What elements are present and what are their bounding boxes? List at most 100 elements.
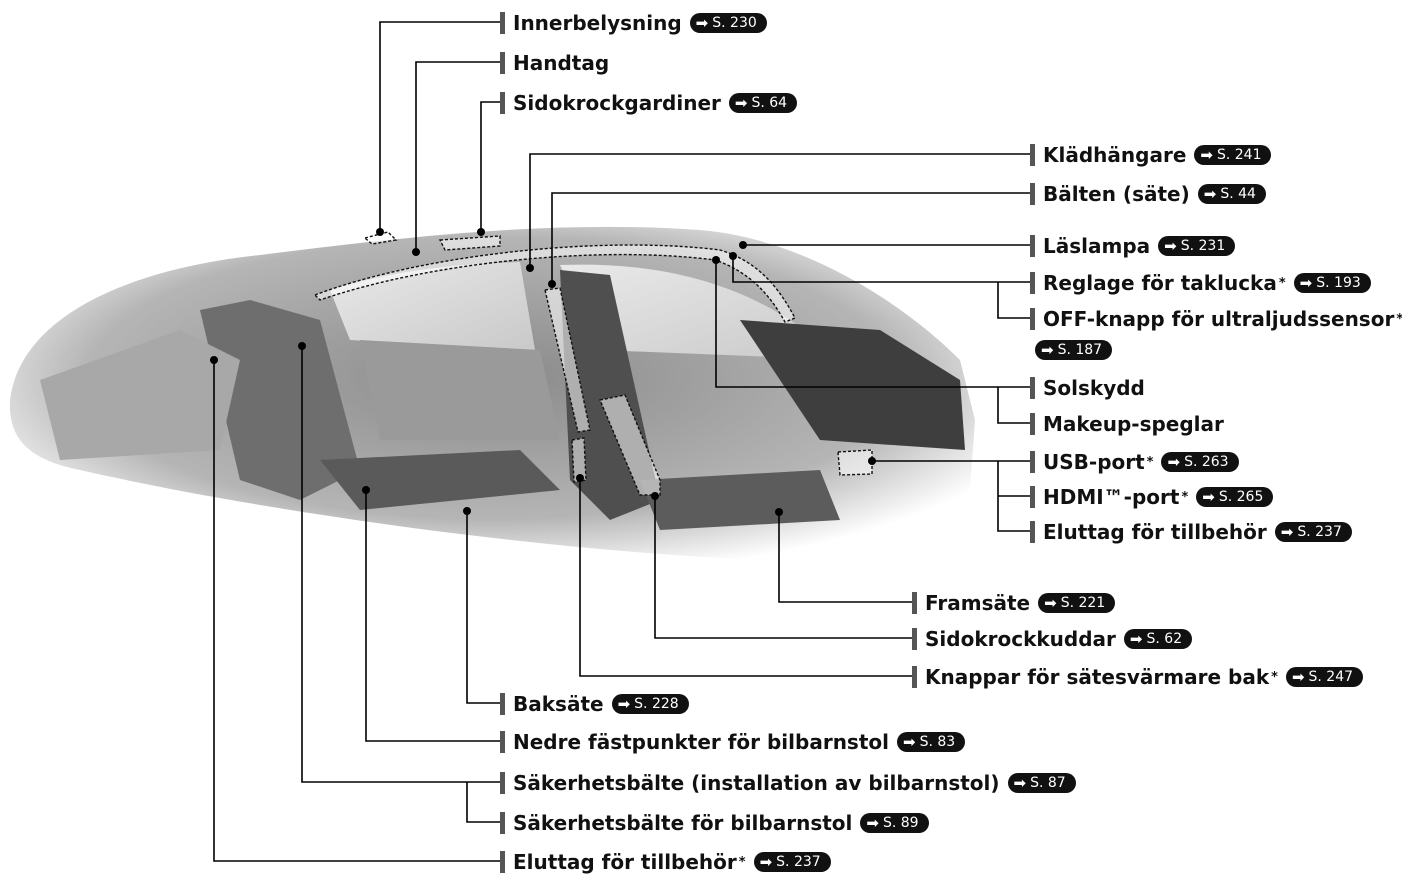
label-grab-handle: Handtag bbox=[500, 50, 609, 76]
label-text: OFF-knapp för ultraljudssensor bbox=[1043, 307, 1394, 331]
label-moonroof-switch: Reglage för taklucka*➡S. 193 bbox=[1030, 270, 1371, 296]
label-marker bbox=[500, 92, 505, 114]
page-reference-link[interactable]: ➡S. 247 bbox=[1286, 667, 1363, 687]
label-belt-child-install: Säkerhetsbälte (installation av bilbarns… bbox=[500, 770, 1076, 796]
label-interior-light: Innerbelysning ➡S. 230 bbox=[500, 10, 767, 36]
door-panel-shape bbox=[360, 340, 560, 440]
label-text: USB-port bbox=[1043, 450, 1145, 474]
footnote-star: * bbox=[1147, 455, 1154, 470]
page-reference-text: S. 221 bbox=[1061, 595, 1106, 611]
page-reference-text: S. 237 bbox=[1297, 524, 1342, 540]
page-reference-link[interactable]: ➡S. 263 bbox=[1161, 452, 1238, 472]
page-reference-link[interactable]: ➡S. 44 bbox=[1198, 184, 1266, 204]
label-text: Eluttag för tillbehör bbox=[513, 850, 737, 874]
label-side-airbags: Sidokrockkuddar ➡S. 62 bbox=[912, 626, 1192, 652]
page-reference-text: S. 241 bbox=[1217, 147, 1262, 163]
label-marker bbox=[1030, 451, 1035, 473]
page-reference-text: S. 44 bbox=[1220, 186, 1256, 202]
page-reference-text: S. 87 bbox=[1030, 775, 1066, 791]
label-marker bbox=[500, 52, 505, 74]
arrow-right-icon: ➡ bbox=[903, 733, 916, 751]
page-reference-text: S. 265 bbox=[1219, 489, 1264, 505]
arrow-right-icon: ➡ bbox=[1041, 341, 1054, 359]
label-lower-anchors: Nedre fästpunkter för bilbarnstol ➡S. 83 bbox=[500, 729, 965, 755]
label-text: Sidokrockgardiner bbox=[513, 91, 721, 115]
page-reference-text: S. 263 bbox=[1184, 454, 1229, 470]
label-marker bbox=[1030, 521, 1035, 543]
front-cushion-shape bbox=[640, 470, 840, 530]
label-text: Framsäte bbox=[925, 591, 1030, 615]
arrow-right-icon: ➡ bbox=[1130, 630, 1143, 648]
label-coat-hook: Klädhängare➡S. 241 bbox=[1030, 142, 1271, 168]
label-text: Innerbelysning bbox=[513, 11, 682, 35]
label-front-seat: Framsäte ➡S. 221 bbox=[912, 590, 1115, 616]
label-text: Makeup-speglar bbox=[1043, 412, 1224, 436]
page-reference-link[interactable]: ➡S. 228 bbox=[612, 694, 689, 714]
label-marker bbox=[500, 12, 505, 34]
page-reference-text: S. 230 bbox=[712, 15, 757, 31]
label-marker bbox=[500, 772, 505, 794]
page-reference-link[interactable]: ➡S. 221 bbox=[1038, 593, 1115, 613]
label-sensor-off-button-ref: ➡S. 187 bbox=[1035, 337, 1112, 363]
page-reference-link[interactable]: ➡S. 241 bbox=[1194, 145, 1271, 165]
footnote-star: * bbox=[1271, 670, 1278, 685]
page-reference-text: S. 89 bbox=[883, 815, 919, 831]
page-reference-link[interactable]: ➡S. 231 bbox=[1158, 236, 1235, 256]
arrow-right-icon: ➡ bbox=[1200, 146, 1213, 164]
label-accessory-outlet-rear: Eluttag för tillbehör*➡S. 237 bbox=[500, 849, 831, 875]
usb-zone bbox=[838, 450, 872, 475]
page-reference-text: S. 231 bbox=[1181, 238, 1226, 254]
label-text: Knappar för sätesvärmare bak bbox=[925, 665, 1269, 689]
arrow-right-icon: ➡ bbox=[696, 14, 709, 32]
label-marker bbox=[912, 628, 917, 650]
arrow-right-icon: ➡ bbox=[1014, 774, 1027, 792]
page-reference-text: S. 193 bbox=[1316, 275, 1361, 291]
arrow-right-icon: ➡ bbox=[1281, 523, 1294, 541]
label-marker bbox=[912, 666, 917, 688]
page-reference-text: S. 187 bbox=[1058, 342, 1103, 358]
label-text: Läslampa bbox=[1043, 234, 1150, 258]
page-reference-link[interactable]: ➡S. 187 bbox=[1035, 340, 1112, 360]
label-text: Handtag bbox=[513, 51, 609, 75]
page-reference-link[interactable]: ➡S. 265 bbox=[1196, 487, 1273, 507]
label-marker bbox=[1030, 308, 1035, 330]
page-reference-link[interactable]: ➡S. 83 bbox=[897, 732, 965, 752]
page-reference-link[interactable]: ➡S. 230 bbox=[690, 13, 767, 33]
label-text: HDMI™-port bbox=[1043, 485, 1179, 509]
page-reference-text: S. 64 bbox=[751, 95, 787, 111]
label-text: Nedre fästpunkter för bilbarnstol bbox=[513, 730, 889, 754]
label-rear-seat-heater: Knappar för sätesvärmare bak* ➡S. 247 bbox=[912, 664, 1363, 690]
page-reference-link[interactable]: ➡S. 89 bbox=[860, 813, 928, 833]
label-marker bbox=[500, 812, 505, 834]
arrow-right-icon: ➡ bbox=[618, 695, 631, 713]
arrow-right-icon: ➡ bbox=[1202, 488, 1215, 506]
label-hdmi-port: HDMI™-port* ➡S. 265 bbox=[1030, 484, 1273, 510]
label-seat-belts: Bälten (säte)➡S. 44 bbox=[1030, 181, 1266, 207]
page-reference-text: S. 247 bbox=[1309, 669, 1354, 685]
label-marker bbox=[912, 592, 917, 614]
footnote-star: * bbox=[1279, 276, 1286, 291]
page-reference-link[interactable]: ➡S. 237 bbox=[754, 852, 831, 872]
label-text: Solskydd bbox=[1043, 376, 1145, 400]
label-sun-visor: Solskydd bbox=[1030, 375, 1145, 401]
page-reference-link[interactable]: ➡S. 64 bbox=[729, 93, 797, 113]
page-reference-link[interactable]: ➡S. 87 bbox=[1008, 773, 1076, 793]
label-rear-seat: Baksäte ➡S. 228 bbox=[500, 691, 689, 717]
page-reference-text: S. 62 bbox=[1147, 631, 1183, 647]
label-marker bbox=[500, 851, 505, 873]
footnote-star: * bbox=[1396, 312, 1402, 327]
label-text: Sidokrockkuddar bbox=[925, 627, 1116, 651]
page-reference-link[interactable]: ➡S. 62 bbox=[1124, 629, 1192, 649]
label-marker bbox=[1030, 144, 1035, 166]
label-text: Baksäte bbox=[513, 692, 604, 716]
page-reference-link[interactable]: ➡S. 237 bbox=[1275, 522, 1352, 542]
label-marker bbox=[1030, 183, 1035, 205]
page-reference-link[interactable]: ➡S. 193 bbox=[1294, 273, 1371, 293]
arrow-right-icon: ➡ bbox=[1164, 237, 1177, 255]
arrow-right-icon: ➡ bbox=[866, 814, 879, 832]
footnote-star: * bbox=[1181, 490, 1188, 505]
label-text: Eluttag för tillbehör bbox=[1043, 520, 1267, 544]
page-reference-text: S. 237 bbox=[776, 854, 821, 870]
arrow-right-icon: ➡ bbox=[1044, 594, 1057, 612]
label-usb-port: USB-port* ➡S. 263 bbox=[1030, 449, 1239, 475]
